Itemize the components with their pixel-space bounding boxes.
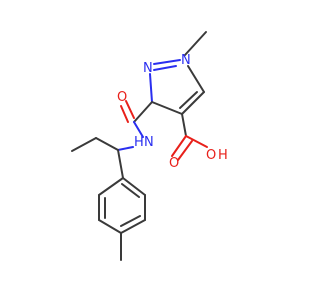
bond-n-ch: [117, 146, 134, 151]
atom-acid-o-label: O: [169, 156, 179, 171]
bond-ar4-ar5: [120, 219, 146, 234]
bond-c5-c4: [181, 91, 205, 115]
bond-c4-c3: [151, 101, 183, 115]
atom-n1-label: N: [181, 53, 191, 68]
bond-n1-c5: [187, 65, 205, 93]
bond-n1-methyl: [184, 31, 207, 56]
bond-ar3-ar4: [98, 219, 122, 234]
bond-c5-c4-double: [179, 91, 198, 109]
bond-c3-n2: [149, 73, 153, 103]
bond-camide-n: [133, 121, 144, 138]
atom-n2-label: N: [143, 61, 153, 76]
bond-ar4-ar5-double: [120, 215, 141, 227]
bond-n1-n2-double: [153, 65, 177, 71]
atom-amide-h-label: H: [134, 135, 144, 150]
bond-camide-o-double: [120, 105, 129, 123]
bond-ar6-ar1-double: [121, 183, 140, 198]
atom-amide-o-label: O: [117, 90, 127, 105]
bond-ch-aryl: [117, 149, 124, 179]
bond-ar1-ar2: [98, 177, 124, 196]
bond-ar6-ar1: [122, 177, 146, 196]
bond-c4-cacid: [181, 113, 187, 137]
bond-cacid-oh: [185, 135, 208, 148]
bond-c3-camide: [133, 101, 153, 123]
bond-ch-ch2: [95, 137, 119, 151]
bond-cacid-o-double: [177, 140, 193, 161]
bond-cacid-o: [171, 135, 187, 157]
atom-amide-n-label: N: [144, 135, 154, 150]
atom-acid-h-label: H: [218, 148, 228, 163]
bond-camide-o: [125, 100, 135, 119]
chemical-structure: N N O H N O O H: [71, 31, 228, 261]
bond-ch2-ch3: [71, 137, 97, 152]
bond-n1-n2: [153, 59, 181, 65]
atom-acid-oh-o-label: O: [206, 148, 216, 163]
